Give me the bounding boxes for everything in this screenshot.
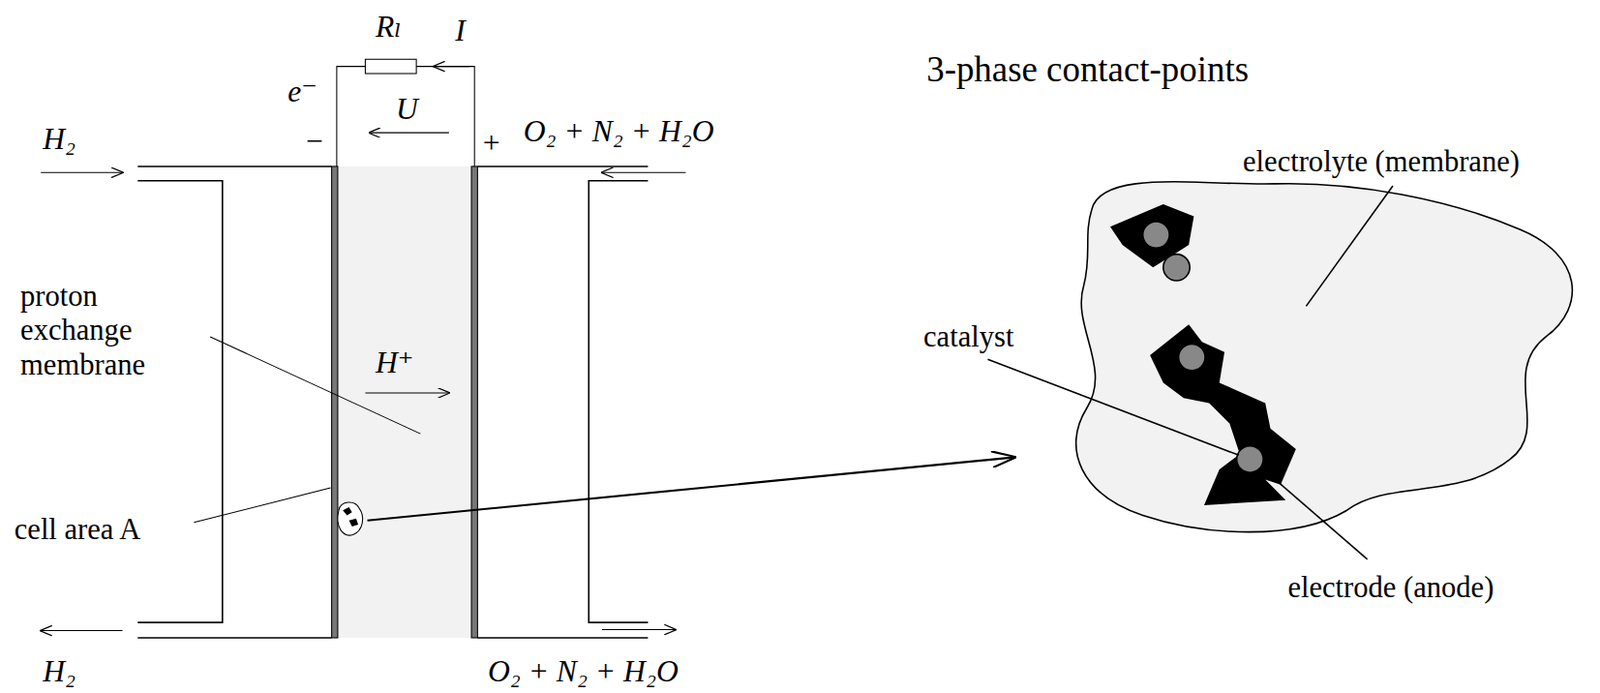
ion-label: H⁺ bbox=[375, 345, 415, 381]
label: 3-phase contact-points bbox=[926, 49, 1249, 91]
wire bbox=[336, 66, 475, 167]
cathode-electrode bbox=[471, 166, 478, 638]
catalyst-particles bbox=[1143, 221, 1264, 473]
anode-channel bbox=[137, 166, 332, 638]
label: catalyst bbox=[923, 320, 1014, 355]
resistor-symbol bbox=[364, 59, 417, 74]
label: − bbox=[305, 123, 324, 159]
label: electrolyte (membrane) bbox=[1242, 145, 1520, 180]
membrane bbox=[336, 166, 475, 638]
label: e⁻ bbox=[287, 74, 318, 110]
membrane-region: H⁺ bbox=[337, 166, 472, 638]
label: O₂ + N₂ + H₂O bbox=[487, 654, 679, 690]
detail-blob bbox=[337, 502, 363, 536]
leader-line bbox=[193, 487, 331, 523]
label: U bbox=[395, 91, 419, 127]
leader-line bbox=[1261, 467, 1368, 560]
label: cell area A bbox=[14, 513, 142, 547]
leader-line bbox=[210, 336, 421, 434]
flow-arrow bbox=[602, 172, 686, 174]
leader-line bbox=[1305, 185, 1393, 306]
label: Rₗ bbox=[375, 9, 402, 45]
label: proton exchange membrane bbox=[20, 279, 205, 382]
voltage-arrow bbox=[369, 132, 450, 134]
label: H₂ bbox=[42, 121, 76, 157]
label: + bbox=[483, 125, 501, 161]
electrode-particles bbox=[1110, 204, 1297, 506]
electrolyte-region bbox=[1076, 181, 1573, 533]
leader-line bbox=[987, 359, 1238, 455]
label: I bbox=[454, 13, 466, 49]
flow-arrow bbox=[40, 172, 122, 174]
anode-electrode bbox=[332, 166, 338, 638]
label: H₂ bbox=[42, 654, 76, 690]
detail-blob-fill bbox=[342, 507, 359, 527]
flow-arrow bbox=[40, 630, 122, 632]
zoom-arrow bbox=[367, 456, 1016, 520]
label: electrode (anode) bbox=[1287, 571, 1494, 605]
label: O₂ + N₂ + H₂O bbox=[523, 114, 715, 150]
proton-arrow bbox=[364, 392, 449, 393]
flow-arrow bbox=[602, 629, 676, 631]
current-arrow bbox=[433, 65, 470, 67]
cathode-channel bbox=[477, 166, 648, 638]
